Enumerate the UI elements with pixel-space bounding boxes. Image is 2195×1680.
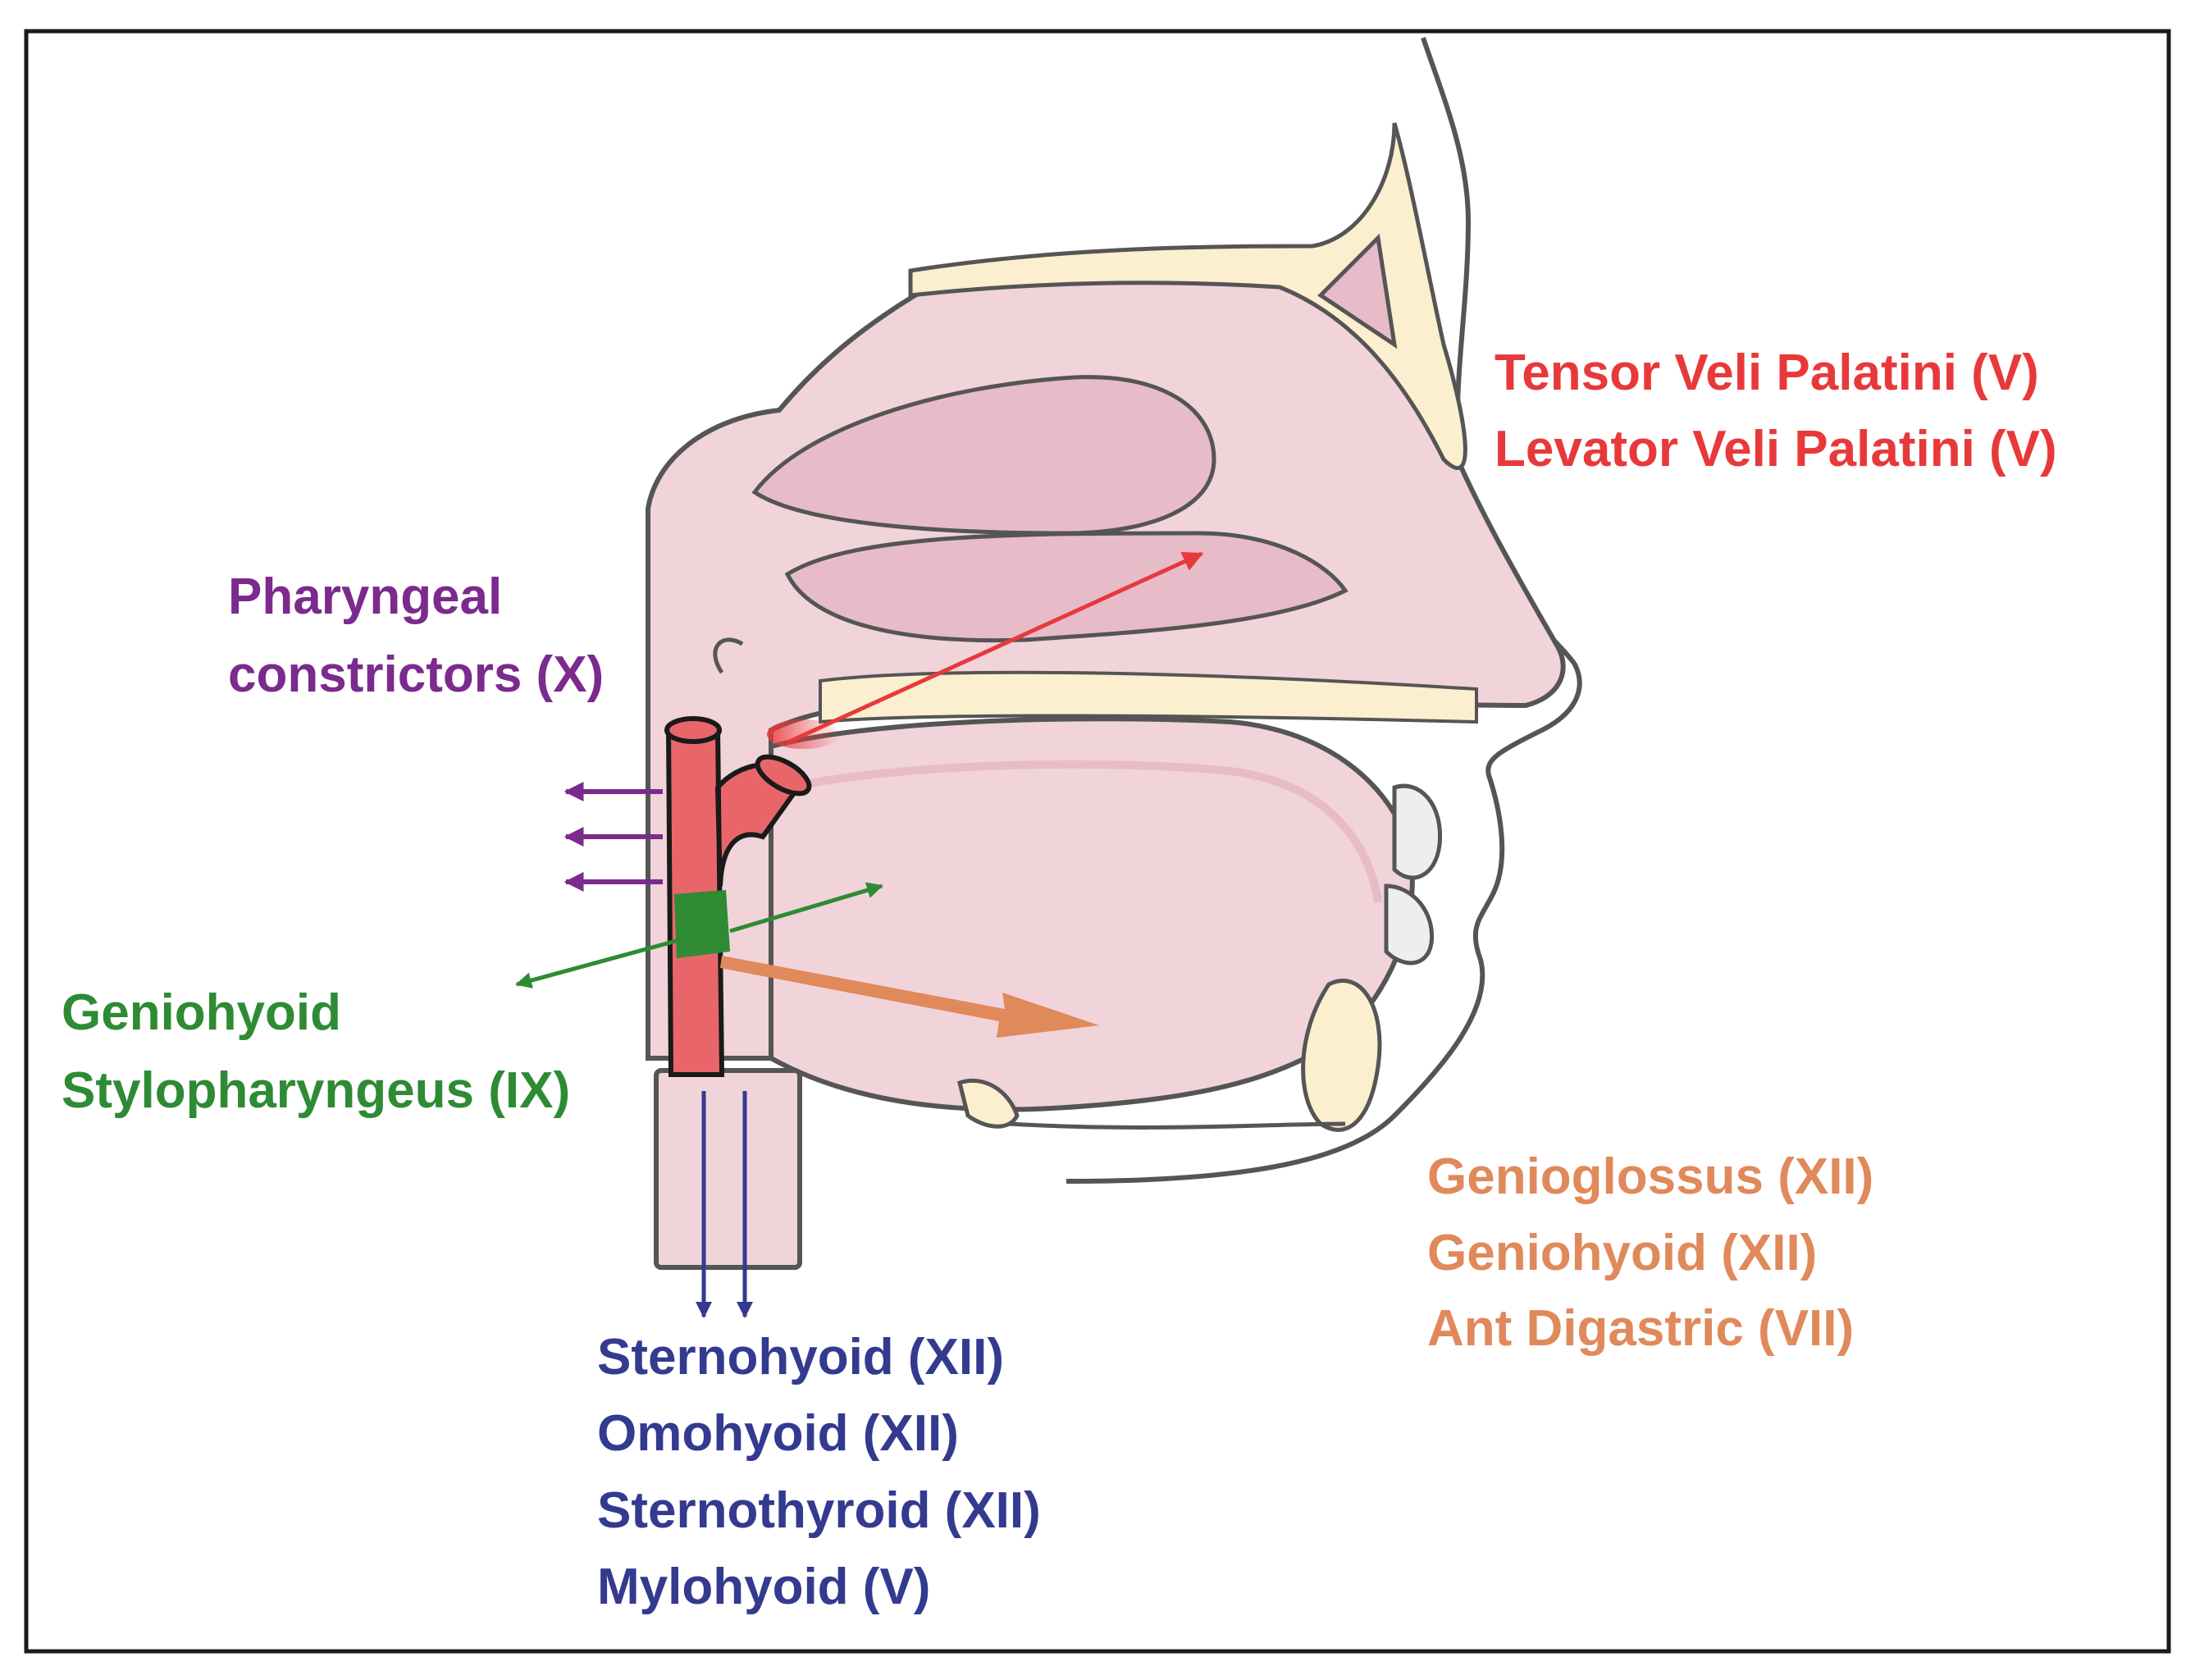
pharyngeal-branch-top — [755, 754, 812, 797]
trachea — [654, 1068, 802, 1270]
label-pharyngeal-line2: constrictors (X) — [228, 646, 604, 703]
label-ant-digastric: Ant Digastric (VII) — [1427, 1300, 1854, 1357]
label-levator-veli-palatini: Levator Veli Palatini (V) — [1495, 421, 2057, 477]
label-tensor-veli-palatini: Tensor Veli Palatini (V) — [1495, 345, 2039, 401]
label-mylohyoid: Mylohyoid (V) — [597, 1559, 930, 1615]
label-omohyoid: Omohyoid (XII) — [597, 1405, 959, 1462]
hyoid-bone — [957, 1078, 1020, 1129]
label-pharyngeal-line1: Pharyngeal — [228, 568, 502, 625]
label-stylopharyngeus: Stylopharyngeus (IX) — [62, 1062, 570, 1119]
upper-teeth — [1392, 783, 1443, 880]
face-profile-outline — [1066, 37, 1582, 1184]
floor-of-mouth-line — [1008, 1121, 1346, 1130]
middle-turbinate — [784, 531, 1348, 643]
label-sternohyoid: Sternohyoid (XII) — [597, 1329, 1004, 1386]
nasal-bone-notch — [1317, 233, 1398, 349]
pharyngeal-tube-top — [664, 716, 722, 744]
lower-teeth — [1384, 883, 1435, 966]
hard-palate — [819, 670, 1478, 724]
stylopharyngeus-band — [674, 890, 730, 958]
genioglossus-arrow — [720, 956, 1099, 1038]
tongue-inner — [786, 760, 1382, 903]
geniohyoid-arrow-right — [729, 882, 883, 934]
superior-turbinate — [751, 375, 1216, 536]
label-geniohyoid-xii: Geniohyoid (XII) — [1427, 1225, 1817, 1281]
velum-arrow — [786, 551, 1204, 745]
mandible — [1301, 979, 1382, 1132]
geniohyoid-arrow-left — [515, 933, 698, 988]
label-genioglossus: Genioglossus (XII) — [1427, 1148, 1873, 1205]
adenoid-fold — [713, 637, 744, 674]
label-sternothyroid: Sternothyroid (XII) — [597, 1482, 1041, 1539]
label-geniohyoid-ix: Geniohyoid — [62, 984, 341, 1041]
